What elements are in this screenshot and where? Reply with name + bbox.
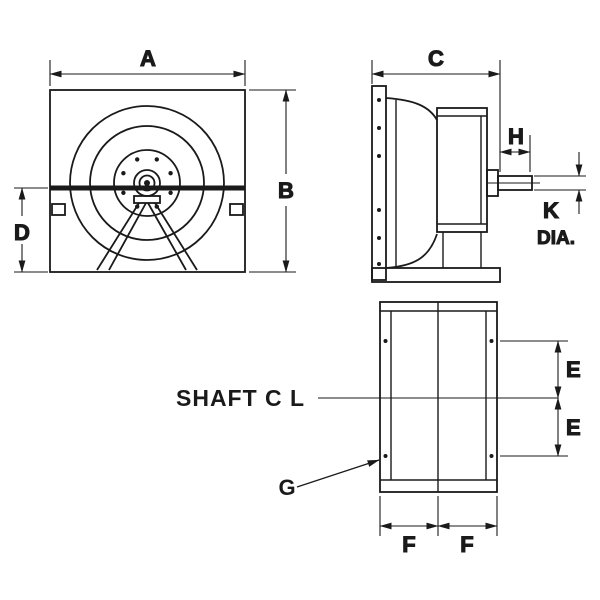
hub-circle <box>113 149 181 217</box>
support-braces <box>96 202 198 271</box>
right-mount-tab <box>229 203 244 216</box>
front-view <box>49 89 246 273</box>
dim-label-e-top: E <box>566 357 581 382</box>
dim-label-b: B <box>278 178 294 203</box>
inlet-circle <box>89 125 205 241</box>
support-channel <box>50 185 245 191</box>
inlet-cone-bottom <box>385 233 438 269</box>
dimension-f: F F <box>379 496 498 558</box>
dim-label-c: C <box>428 46 444 71</box>
dim-label-k: K <box>543 198 559 223</box>
dim-label-dia: DIA. <box>537 228 575 249</box>
dim-label-g: G <box>278 475 295 500</box>
dimension-d: D <box>14 187 48 273</box>
inlet-cone-top <box>385 97 438 121</box>
base-bolt-holes <box>383 339 494 458</box>
dimension-h: H <box>499 123 531 172</box>
g-callout: G <box>278 459 380 500</box>
dim-label-h: H <box>508 124 524 149</box>
base-channel <box>371 267 501 283</box>
bottom-view <box>379 301 498 493</box>
wheel-drum <box>436 107 488 233</box>
mounting-flange <box>371 85 387 281</box>
bearing-mount <box>133 195 161 204</box>
dimension-c: C <box>371 45 501 172</box>
dim-label-f-right: F <box>460 532 473 557</box>
flange-bolt-holes <box>377 98 381 266</box>
dim-label-a: A <box>140 46 156 71</box>
shaft-centerline-label: SHAFT C L <box>176 385 305 411</box>
dim-label-e-bottom: E <box>566 415 581 440</box>
shaft-center-dot <box>144 180 150 186</box>
dimension-a: A <box>49 45 246 86</box>
housing-outline <box>49 89 246 273</box>
dimension-e: E E <box>500 340 581 457</box>
shaft-centerline-callout: SHAFT C L <box>176 385 558 411</box>
dimension-b: B <box>249 89 296 273</box>
dim-label-f-left: F <box>402 532 415 557</box>
g-leader-line <box>296 459 380 488</box>
dim-label-d: D <box>14 220 30 245</box>
dimension-k-dia: K DIA. <box>534 152 586 250</box>
side-view <box>371 85 540 283</box>
left-mount-tab <box>51 203 66 216</box>
scroll-circle <box>69 105 225 261</box>
